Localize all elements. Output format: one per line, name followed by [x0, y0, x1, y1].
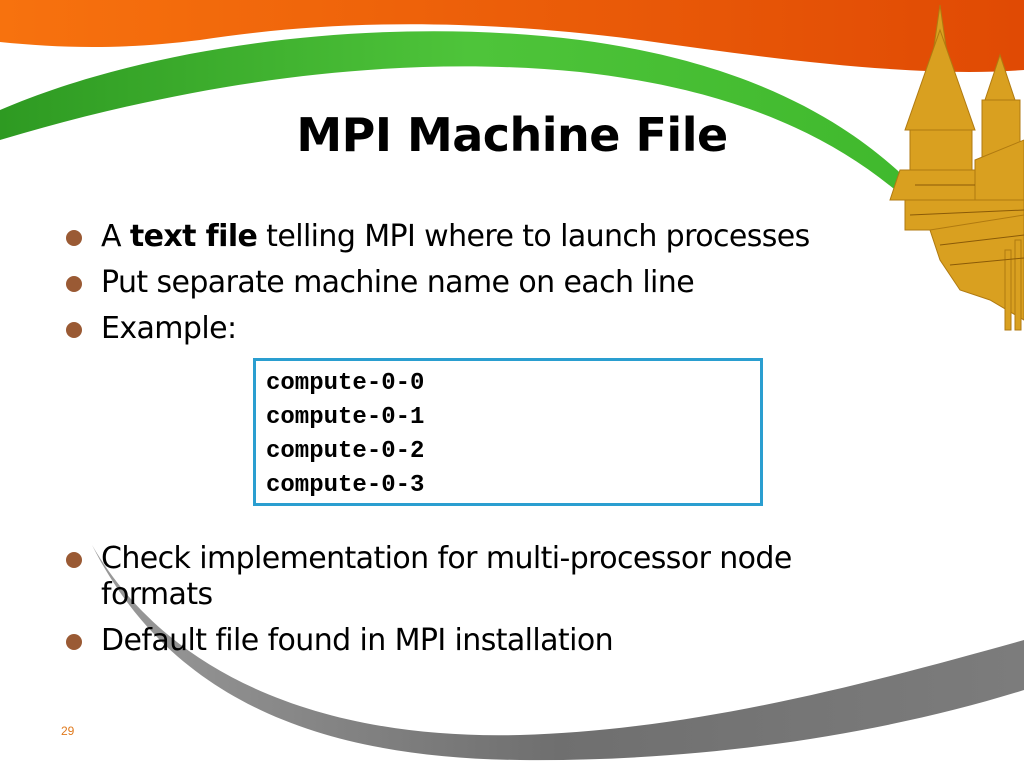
bullet-dot — [66, 634, 82, 650]
code-line: compute-0-1 — [266, 404, 425, 431]
machine-file-example: compute-0-0 compute-0-1 compute-0-2 comp… — [253, 358, 763, 506]
bullet-text-prefix: A — [101, 219, 130, 254]
bullet-text: Example: — [101, 311, 237, 346]
bullet-text-bold: text file — [129, 219, 258, 254]
page-number: 29 — [61, 724, 75, 738]
bullet-text: Put separate machine name on each line — [101, 265, 695, 300]
bullet-text: A text file telling MPI where to launch … — [101, 219, 810, 255]
bullet-dot — [66, 322, 82, 338]
green-swoosh — [0, 31, 940, 222]
bullet-dot — [66, 552, 82, 568]
bullet-dot — [66, 230, 82, 246]
slide-title: MPI Machine File — [296, 108, 728, 162]
gray-swoosh — [92, 545, 1024, 761]
bullet-dot — [66, 276, 82, 292]
bullet-text-line1: Check implementation for multi-processor… — [101, 541, 792, 576]
orange-swoosh — [0, 0, 1024, 72]
bullet-text-line2: formats — [101, 577, 213, 612]
bullet-text: Default file found in MPI installation — [101, 623, 614, 658]
bullet-text: Check implementation for multi-processor… — [101, 541, 792, 613]
bullet-text-suffix: telling MPI where to launch processes — [257, 219, 810, 254]
code-line: compute-0-0 — [266, 370, 425, 397]
code-line: compute-0-2 — [266, 438, 425, 465]
building-illustration — [889, 4, 1024, 331]
code-line: compute-0-3 — [266, 472, 425, 499]
